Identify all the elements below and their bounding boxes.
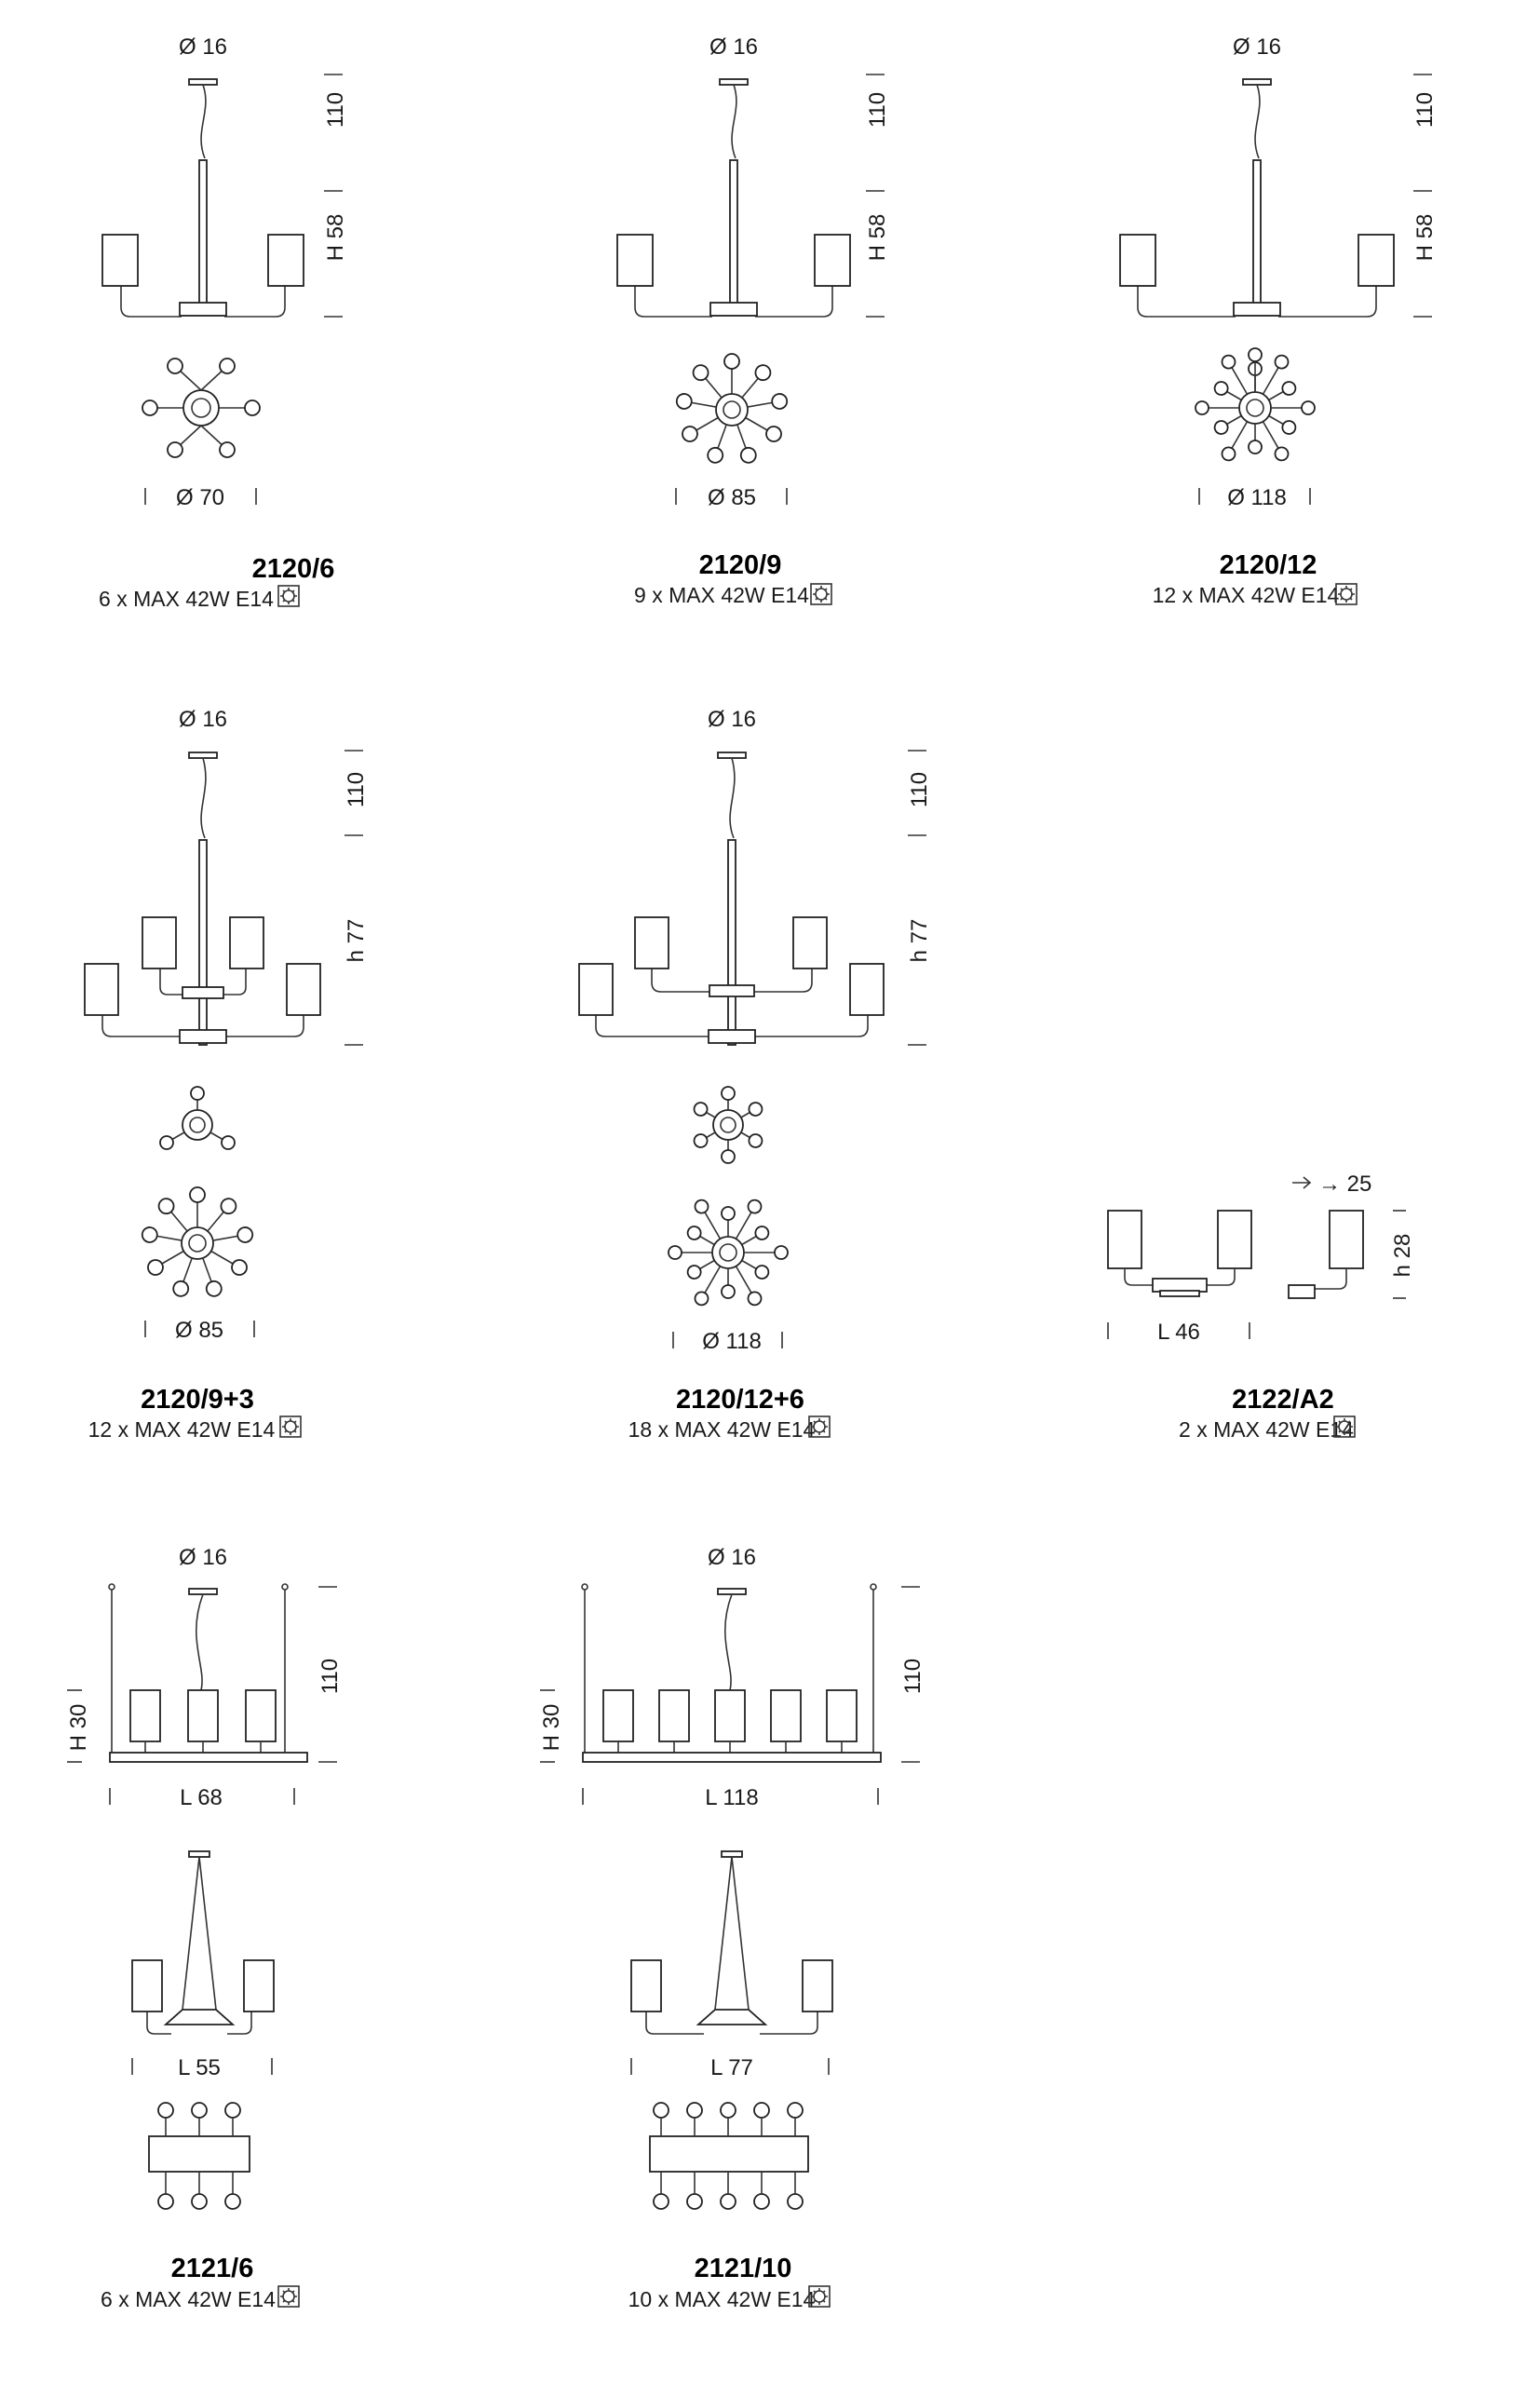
svg-text:H 58: H 58 xyxy=(865,214,890,262)
product-code: 2120/9+3 xyxy=(141,1385,254,1415)
height-dimension: 110 H 58 xyxy=(1412,74,1438,318)
svg-text:H 58: H 58 xyxy=(323,214,348,262)
top-diameter-label: Ø 16 xyxy=(1233,34,1281,60)
dimmable-bulb-icon xyxy=(279,1416,302,1438)
product-code: 2120/12 xyxy=(1220,550,1317,580)
product-spec: 12 x MAX 42W E14 xyxy=(1153,583,1340,607)
width-label: Ø 70 xyxy=(176,485,224,510)
suspension-plan-drawing xyxy=(649,2102,809,2210)
top-diameter-label: Ø 16 xyxy=(708,707,756,732)
svg-text:H 30: H 30 xyxy=(66,1704,91,1752)
wall-lamp-front-drawing xyxy=(1107,1210,1252,1297)
product-code: 2120/9 xyxy=(699,550,782,580)
dimmable-bulb-icon xyxy=(808,2285,831,2308)
svg-text:H 58: H 58 xyxy=(1412,214,1438,262)
product-spec: 10 x MAX 42W E14 xyxy=(628,2287,816,2311)
height-label: h 28 xyxy=(1390,1234,1415,1278)
dimmable-bulb-icon xyxy=(277,2285,300,2308)
depth-label: L 55 xyxy=(178,2055,221,2080)
svg-text:110: 110 xyxy=(1412,92,1438,128)
wall-lamp-side-drawing xyxy=(1288,1210,1364,1299)
top-diameter-label: Ø 16 xyxy=(179,1545,227,1570)
svg-text:H 30: H 30 xyxy=(539,1704,564,1752)
chandelier-plan-drawing xyxy=(674,353,790,467)
chandelier-elevation-drawing xyxy=(84,752,321,1046)
chandelier-elevation-drawing xyxy=(616,78,851,318)
width-label: Ø 85 xyxy=(708,485,756,510)
product-2120-9-3: Ø 16 110 h 77 xyxy=(84,707,369,1442)
product-2120-6: Ø 16 110 H 58 Ø 70 2120/6 xyxy=(99,34,348,611)
width-label: L 68 xyxy=(180,1785,223,1810)
svg-text:110: 110 xyxy=(900,1659,925,1694)
chandelier-elevation-drawing xyxy=(578,752,885,1046)
product-2120-12: Ø 16 110 H 58 Ø xyxy=(1119,34,1438,607)
top-diameter-label: Ø 16 xyxy=(708,1545,756,1570)
dimmable-bulb-icon xyxy=(810,583,832,605)
product-spec: 6 x MAX 42W E14 xyxy=(99,587,274,611)
product-code: 2121/6 xyxy=(171,2254,254,2283)
suspension-plan-drawing xyxy=(148,2102,250,2210)
depth-label: L 77 xyxy=(710,2055,753,2080)
height-dimension: 110 H 30 xyxy=(66,1586,343,1763)
suspension-side-drawing xyxy=(630,1850,833,2035)
depth-arrow-icon xyxy=(1292,1176,1312,1189)
height-dimension: 110 H 58 xyxy=(865,74,890,318)
product-spec: 2 x MAX 42W E14 xyxy=(1179,1417,1354,1442)
product-code: 2121/10 xyxy=(695,2254,792,2283)
svg-text:h 77: h 77 xyxy=(344,919,369,963)
product-spec: 9 x MAX 42W E14 xyxy=(634,583,809,607)
width-label: L 118 xyxy=(705,1785,758,1810)
product-2122-a2: → 25 h 28 L 46 2122/A2 2 x MAX 42W E14 xyxy=(1107,1172,1415,1442)
svg-text:110: 110 xyxy=(344,772,369,807)
product-2121-10: Ø 16 110 H 30 L 118 xyxy=(539,1545,925,2311)
product-spec: 12 x MAX 42W E14 xyxy=(88,1417,276,1442)
height-dimension: 110 H 30 xyxy=(539,1586,925,1763)
svg-text:h 77: h 77 xyxy=(907,919,932,963)
suspension-front-drawing xyxy=(581,1583,882,1763)
product-code: 2120/6 xyxy=(252,554,335,584)
chandelier-elevation-drawing xyxy=(1119,78,1395,318)
product-spec: 6 x MAX 42W E14 xyxy=(101,2287,276,2311)
product-spec: 18 x MAX 42W E14 xyxy=(628,1417,816,1442)
lower-tier-plan-drawing xyxy=(140,1186,255,1300)
width-label: Ø 118 xyxy=(1227,485,1287,510)
product-2120-12-6: Ø 16 110 h 77 xyxy=(578,707,932,1442)
chandelier-plan-drawing xyxy=(142,358,261,458)
svg-text:110: 110 xyxy=(323,92,348,128)
lower-tier-plan-drawing xyxy=(668,1197,789,1308)
top-diameter-label: Ø 16 xyxy=(179,34,227,60)
height-dimension: 110 h 77 xyxy=(344,750,369,1046)
dimmable-bulb-icon xyxy=(1335,583,1358,605)
product-2121-6: Ø 16 110 H 30 L 68 L xyxy=(66,1545,343,2311)
product-code: 2120/12+6 xyxy=(676,1385,804,1415)
svg-text:110: 110 xyxy=(907,772,932,807)
height-dimension: 110 H 58 xyxy=(323,74,348,318)
depth-label: → 25 xyxy=(1318,1172,1371,1197)
product-2120-9: Ø 16 110 H 58 Ø 85 xyxy=(616,34,890,607)
upper-tier-plan-drawing xyxy=(159,1086,236,1150)
dimmable-bulb-icon xyxy=(277,585,300,607)
svg-text:110: 110 xyxy=(865,92,890,128)
svg-text:110: 110 xyxy=(317,1659,343,1694)
height-dimension: 110 h 77 xyxy=(907,750,932,1046)
dimmable-bulb-icon xyxy=(808,1416,831,1438)
suspension-front-drawing xyxy=(108,1583,308,1763)
upper-tier-plan-drawing xyxy=(691,1086,765,1164)
width-label: L 46 xyxy=(1157,1320,1200,1345)
suspension-side-drawing xyxy=(131,1850,275,2035)
chandelier-elevation-drawing xyxy=(101,78,304,318)
chandelier-plan-drawing xyxy=(1195,347,1316,464)
width-label: Ø 85 xyxy=(175,1318,223,1343)
dimmable-bulb-icon xyxy=(1333,1416,1356,1438)
width-label: Ø 118 xyxy=(702,1329,762,1354)
top-diameter-label: Ø 16 xyxy=(709,34,758,60)
product-code: 2122/A2 xyxy=(1232,1385,1334,1415)
top-diameter-label: Ø 16 xyxy=(179,707,227,732)
